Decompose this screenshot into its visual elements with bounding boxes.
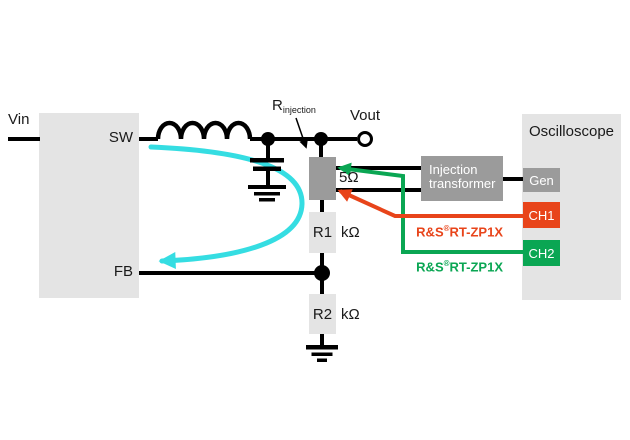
ch1-probe-wire bbox=[337, 189, 523, 218]
r1-box bbox=[309, 212, 336, 253]
ch1-port: CH1 bbox=[523, 202, 560, 228]
gen-port-label: Gen bbox=[529, 172, 554, 188]
r2-box bbox=[309, 294, 336, 334]
r1-label: R1 bbox=[312, 224, 333, 241]
r2-ground-symbol bbox=[306, 345, 338, 362]
probe-ch2-label: R&S®RT-ZP1X bbox=[400, 259, 503, 274]
probe-ch1-model: RT-ZP1X bbox=[449, 224, 503, 240]
oscilloscope-title: Oscilloscope bbox=[528, 123, 615, 140]
probe-ch1-regmark: ® bbox=[443, 224, 450, 233]
ch1-port-label: CH1 bbox=[528, 207, 555, 223]
loop-gain-arrow bbox=[148, 144, 305, 269]
r2-value-label: kΩ bbox=[341, 306, 360, 323]
r-injection-label-sub: injection bbox=[282, 105, 316, 115]
cap-ground-symbol bbox=[248, 185, 286, 202]
probe-ch2-brand: R&S bbox=[416, 259, 444, 275]
junction-dot-cap bbox=[261, 132, 275, 146]
r1-value-label: kΩ bbox=[341, 224, 360, 241]
fb-pin-label: FB bbox=[113, 263, 133, 280]
gen-port: Gen bbox=[523, 168, 560, 192]
r-injection-label-base: R bbox=[272, 97, 283, 114]
sw-pin-label: SW bbox=[108, 129, 133, 146]
injection-transformer-line1: Injection bbox=[429, 162, 478, 177]
probe-ch2-model: RT-ZP1X bbox=[449, 259, 503, 275]
junction-dot-fb bbox=[314, 265, 330, 281]
regulator-block bbox=[39, 113, 139, 298]
r-injection-pointer-arrow bbox=[295, 117, 308, 149]
vout-terminal bbox=[357, 131, 373, 147]
vout-label: Vout bbox=[349, 107, 381, 124]
injection-transformer-box bbox=[421, 156, 503, 201]
vin-label: Vin bbox=[8, 111, 30, 128]
capacitor-symbol bbox=[250, 158, 284, 171]
injection-resistor-value-label: 5Ω bbox=[339, 169, 359, 186]
probe-ch1-brand: R&S bbox=[416, 224, 444, 240]
inductor-symbol bbox=[155, 120, 253, 140]
injection-resistor-box bbox=[309, 157, 336, 200]
probe-ch2-regmark: ® bbox=[443, 259, 450, 268]
r-injection-label: Rinjection bbox=[272, 97, 316, 116]
probe-ch1-label: R&S®RT-ZP1X bbox=[400, 224, 503, 239]
injection-transformer-label: Injection transformer bbox=[429, 162, 496, 192]
ch2-port-label: CH2 bbox=[528, 245, 555, 261]
junction-dot-rinj bbox=[314, 132, 328, 146]
r2-label: R2 bbox=[312, 306, 333, 323]
ch2-port: CH2 bbox=[523, 240, 560, 266]
injection-transformer-line2: transformer bbox=[429, 176, 496, 192]
